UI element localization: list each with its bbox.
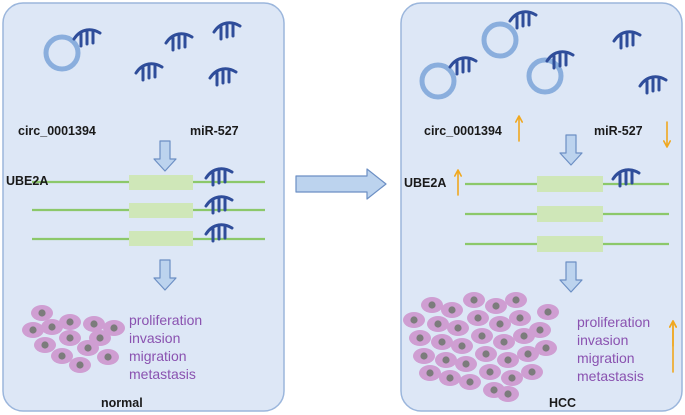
normal-gene-label: UBE2A <box>6 174 49 188</box>
normal-circrna-icon <box>43 28 102 72</box>
normal-circrna-label: circ_0001394 <box>18 124 96 138</box>
hcc-outcome-list: proliferation invasion migration metasta… <box>577 313 650 385</box>
normal-outcome-list: proliferation invasion migration metasta… <box>129 311 202 383</box>
normal-outcome-item: proliferation <box>129 312 203 328</box>
hcc-circrna-label: circ_0001394 <box>424 124 502 138</box>
right-arrow-icon <box>295 168 387 200</box>
normal-outcome-item: migration <box>129 348 187 364</box>
normal-mirna-label: miR-527 <box>190 124 239 138</box>
normal-outcome-item: invasion <box>129 330 181 346</box>
hcc-gene-label: UBE2A <box>404 176 447 190</box>
hcc-outcome-item: metastasis <box>577 368 644 384</box>
hcc-outcome-up-arrow-shaft <box>669 320 677 373</box>
normal-outcome-item: metastasis <box>129 366 196 382</box>
hcc-mrna-strands <box>465 176 669 252</box>
hcc-outcome-item: invasion <box>577 332 629 348</box>
normal-state-label: normal <box>101 396 143 410</box>
hcc-mirna-label: miR-527 <box>594 124 643 138</box>
hcc-state-label: HCC <box>549 396 577 410</box>
hcc-circrna-icon <box>419 10 575 100</box>
hcc-outcome-item: migration <box>577 350 635 366</box>
hcc-outcome-item: proliferation <box>577 314 651 330</box>
